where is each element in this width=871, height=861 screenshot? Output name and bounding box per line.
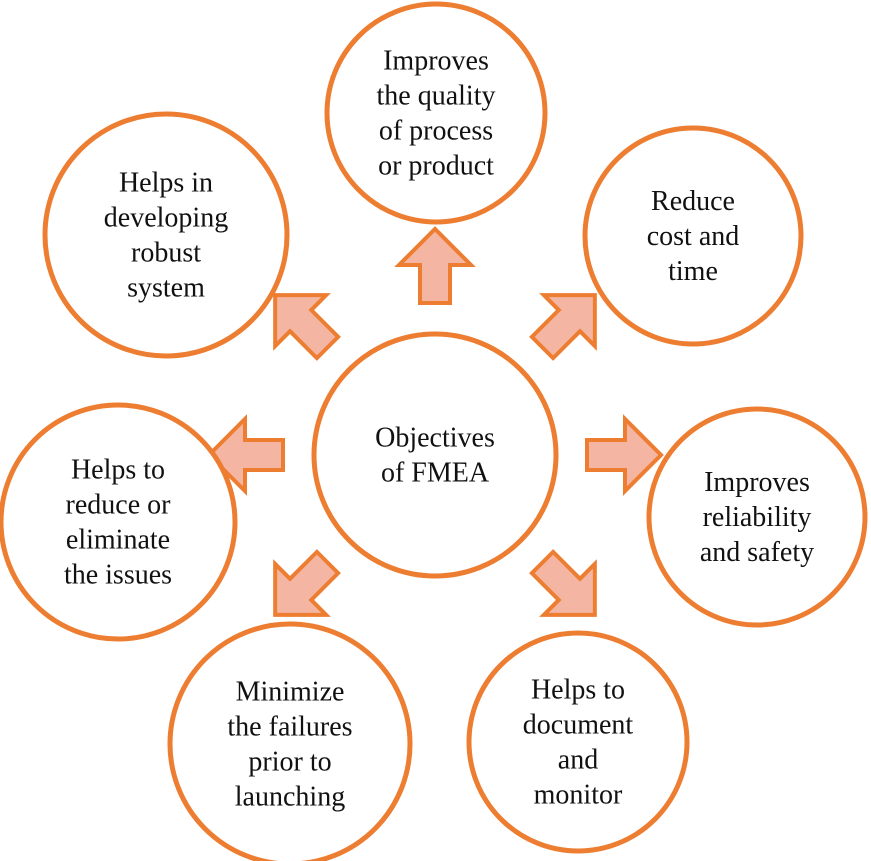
objective-reliability-line-3: and safety (700, 537, 814, 568)
objective-quality-line-3: of process (379, 116, 493, 147)
objective-cost-line-2: cost and (647, 221, 740, 252)
objective-document-line-4: monitor (534, 780, 623, 811)
center-objectives-line-2: of FMEA (381, 458, 490, 489)
objective-robust-circle (42, 111, 290, 359)
objective-issues-line-4: the issues (64, 560, 172, 591)
arrow-to-robust (273, 293, 341, 361)
objective-quality-line-4: or product (378, 151, 494, 182)
objective-quality: Improves the quality of process or product (324, 1, 548, 225)
arrow-to-quality (394, 226, 476, 305)
objective-robust-line-1: Helps in (119, 168, 213, 199)
objective-robust-line-3: robust (131, 238, 201, 269)
objective-issues: Helps to reduce or eliminate the issues (0, 402, 238, 642)
objective-failures-circle (167, 621, 413, 861)
objective-reliability-line-2: reliability (703, 502, 812, 533)
center-objectives-circle (311, 331, 559, 579)
objective-issues-line-3: eliminate (66, 525, 170, 556)
objective-issues-line-1: Helps to (71, 455, 165, 486)
objective-cost-line-3: time (668, 256, 718, 287)
objective-robust: Helps in developing robust system (42, 111, 290, 359)
objective-document: Helps to document and monitor (466, 630, 690, 854)
objective-document-line-3: and (558, 745, 598, 776)
objective-robust-line-4: system (127, 273, 205, 304)
center-objectives-line-1: Objectives (375, 423, 495, 454)
arrow-to-reliability (585, 414, 664, 496)
objective-reliability-line-1: Improves (704, 467, 810, 498)
arrows-layer (206, 226, 664, 617)
objective-quality-line-2: the quality (377, 81, 496, 112)
arrow-to-issues (206, 414, 285, 496)
objective-failures: Minimize the failures prior to launching (167, 621, 413, 861)
objective-robust-line-2: developing (104, 203, 228, 234)
objective-reliability-circle (646, 406, 868, 628)
center-objectives: Objectives of FMEA (311, 331, 559, 579)
objective-document-line-1: Helps to (531, 675, 625, 706)
objective-issues-circle (0, 402, 238, 642)
objective-failures-line-2: the failures (227, 712, 352, 743)
objective-quality-circle (324, 1, 548, 225)
objective-failures-line-1: Minimize (236, 677, 345, 708)
objective-failures-line-4: launching (235, 782, 345, 813)
objective-cost-circle (582, 125, 804, 347)
objective-document-circle (466, 630, 690, 854)
objective-cost-line-1: Reduce (651, 186, 735, 217)
arrow-to-cost (529, 293, 597, 361)
objective-failures-line-3: prior to (248, 747, 331, 778)
objective-cost: Reduce cost and time (582, 125, 804, 347)
objective-quality-line-1: Improves (383, 46, 489, 77)
objective-issues-line-2: reduce or (66, 490, 172, 521)
arrow-to-document (529, 549, 597, 617)
objective-reliability: Improves reliability and safety (646, 406, 868, 628)
objective-document-line-2: document (523, 710, 634, 741)
arrow-to-failures (273, 549, 341, 617)
